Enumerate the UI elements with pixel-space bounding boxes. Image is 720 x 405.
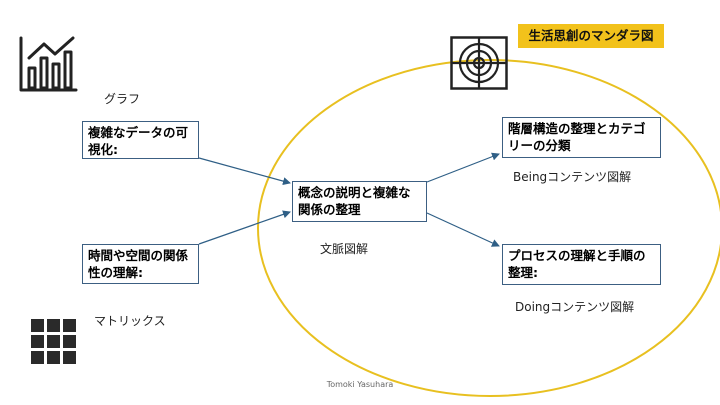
arrow-concept-to-process bbox=[426, 212, 500, 247]
graph-label: グラフ bbox=[104, 92, 141, 106]
context-diagram-label: 文脈図解 bbox=[320, 242, 369, 256]
time-space-box: 時間や空間の関係性の理解: bbox=[82, 244, 199, 284]
matrix-label: マトリックス bbox=[94, 314, 166, 328]
arrow-time-to-concept bbox=[198, 210, 291, 245]
being-content-label: Beingコンテンツ図解 bbox=[513, 170, 632, 184]
bar-chart-icon bbox=[19, 36, 78, 92]
grid-icon bbox=[31, 319, 76, 364]
arrow-concept-to-hierarchy bbox=[426, 152, 500, 183]
mandala-ellipse bbox=[257, 59, 720, 397]
hierarchy-box: 階層構造の整理とカテゴリーの分類 bbox=[502, 117, 661, 158]
target-icon bbox=[450, 36, 508, 90]
arrow-data-to-concept bbox=[198, 157, 291, 186]
doing-content-label: Doingコンテンツ図解 bbox=[515, 300, 635, 314]
author-credit: Tomoki Yasuhara bbox=[326, 380, 394, 389]
diagram-title-badge: 生活思創のマンダラ図 bbox=[518, 24, 664, 48]
concept-box: 概念の説明と複雑な関係の整理 bbox=[292, 181, 427, 222]
complex-data-box: 複雑なデータの可視化: bbox=[82, 121, 199, 159]
process-box: プロセスの理解と手順の整理: bbox=[502, 244, 661, 285]
